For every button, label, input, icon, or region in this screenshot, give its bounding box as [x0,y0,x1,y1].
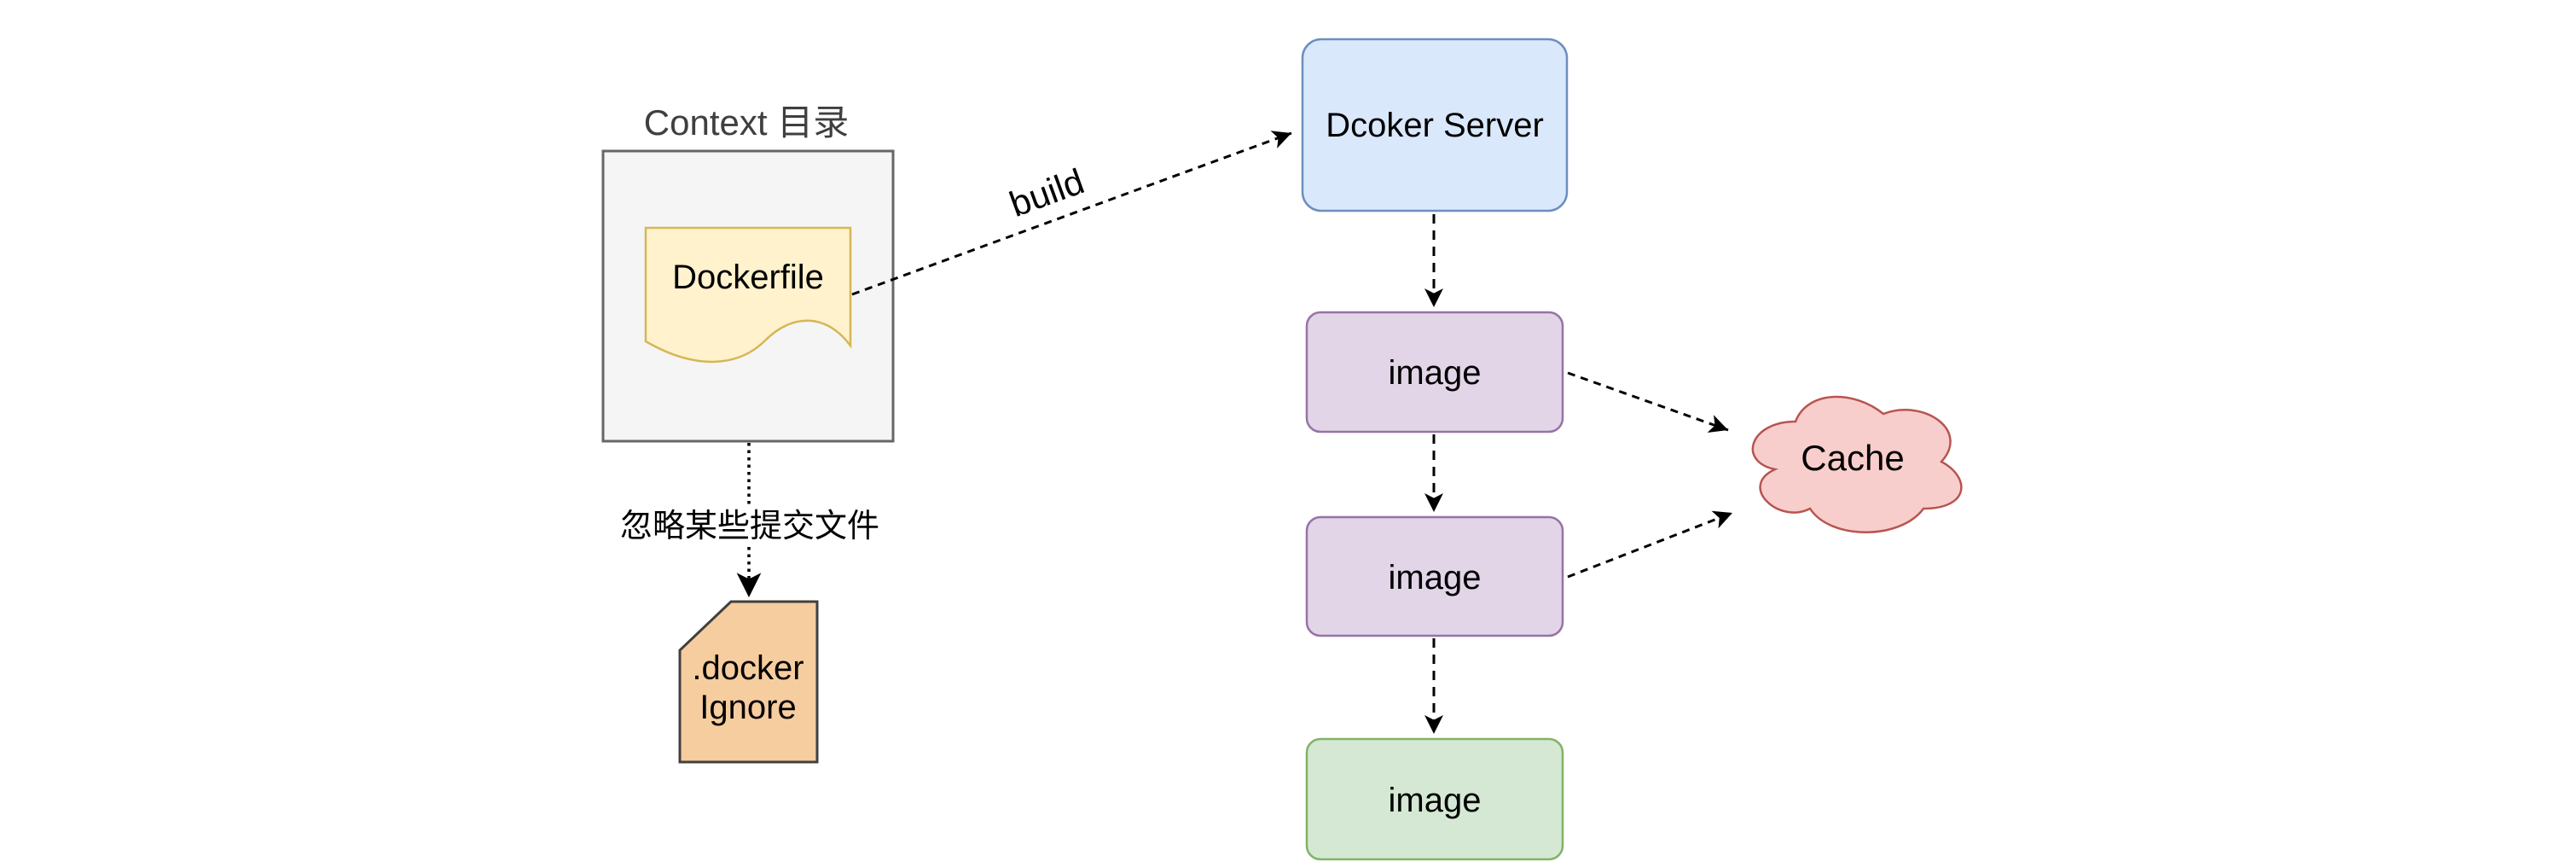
ignore-edge-label: 忽略某些提交文件 [620,509,879,544]
cache-label: Cache [1801,438,1904,478]
image-middle-label: image [1389,559,1482,596]
docker-server-label: Dcoker Server [1326,107,1544,144]
dockerignore-label-line2: Ignore [699,689,796,726]
docker-server-node [1301,38,1569,212]
image-middle-node [1305,515,1564,637]
build-edge-label: build [1004,160,1088,224]
edge-image-top-to-cache [1567,371,1729,433]
image-final-label: image [1389,782,1482,819]
image-final-node [1305,737,1564,861]
image-top-label: image [1389,354,1482,392]
dockerignore-note-shape [678,600,819,764]
edge-image-middle-to-cache [1567,510,1733,579]
dockerfile-document-shape [644,226,852,364]
dockerignore-label-line1: .docker [692,649,804,687]
image-top-node [1305,311,1564,434]
build-edge [851,131,1292,296]
dockerfile-label: Dockerfile [672,259,824,296]
context-title: Context 目录 [644,102,849,143]
cache-cloud-shape [1751,395,1963,533]
